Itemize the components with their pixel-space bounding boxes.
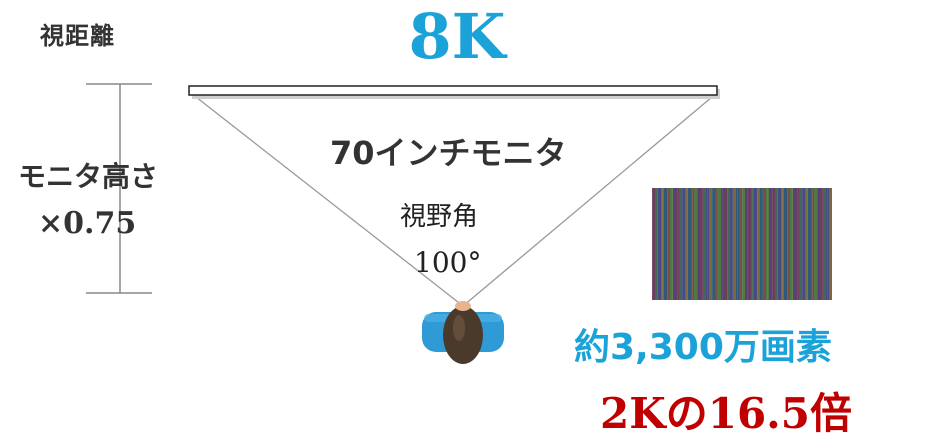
viewing-distance-label: 視距離 [40, 22, 115, 50]
fov-left-line [195, 96, 464, 307]
field-of-view-label: 視野角 [400, 202, 479, 232]
resolution-ratio-label: 2Kの16.5倍 [600, 389, 853, 438]
monitor-size-label: 70インチモニタ [330, 134, 567, 172]
resolution-title: 8K [408, 0, 506, 73]
viewer-icon [422, 301, 504, 364]
fov-right-line [462, 96, 713, 307]
pixel-pattern-image [652, 188, 832, 300]
monitor-height-label: モニタ高さ [18, 160, 159, 193]
monitor [188, 85, 718, 96]
pixel-count-label: 約3,300万画素 [574, 327, 832, 368]
height-multiplier-label: ×0.75 [38, 206, 137, 241]
field-of-view-angle: 100° [414, 246, 482, 279]
